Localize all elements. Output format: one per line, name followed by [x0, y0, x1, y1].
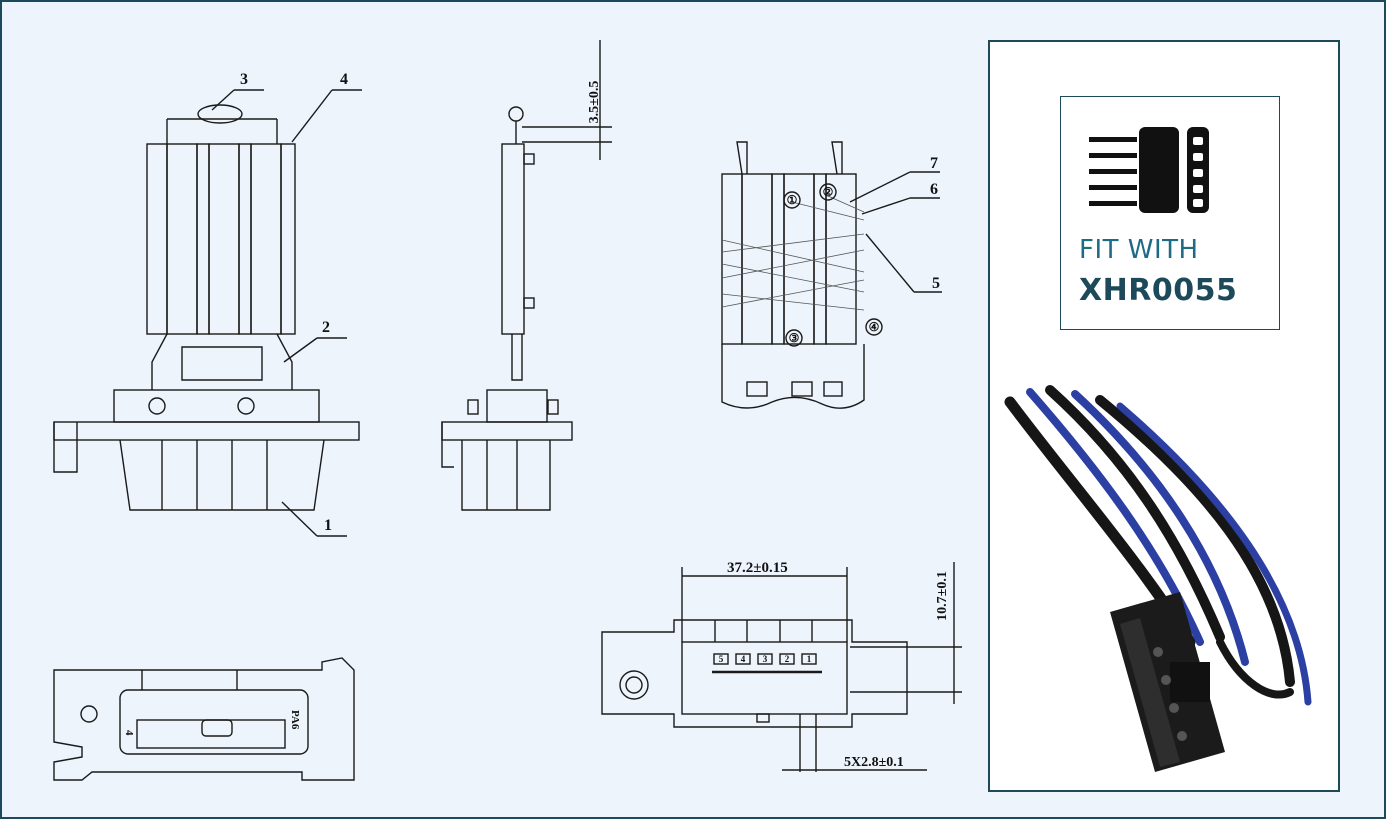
detail-view	[721, 141, 865, 409]
pin-label: 2	[785, 654, 790, 664]
part-label-4: 4	[340, 71, 348, 88]
fit-with-box: FIT WITH XHR0055	[1060, 96, 1280, 330]
side-view	[441, 106, 573, 511]
part-label-5: 5	[932, 275, 940, 292]
part-label-3: 3	[240, 71, 248, 88]
dim-height-label: 10.7±0.1	[935, 571, 950, 621]
bottom-label-left: 4	[123, 730, 135, 736]
terminal-label-4: ④	[869, 320, 880, 334]
wire-harness-image	[1004, 385, 1312, 772]
pin-label: 5	[719, 654, 724, 664]
part-number: XHR0055	[1079, 273, 1238, 308]
compatibility-panel: FIT WITH XHR0055	[988, 40, 1340, 792]
part-label-7: 7	[930, 155, 938, 172]
dim-pitch-label: 5X2.8±0.1	[844, 755, 904, 770]
pin-label: 1	[807, 654, 812, 664]
part-label-6: 6	[930, 181, 938, 198]
thermal-fuse	[197, 104, 243, 124]
dim-width-label: 37.2±0.15	[727, 560, 788, 576]
terminal-label-1: ①	[787, 193, 798, 207]
bottom-view	[53, 657, 355, 781]
dim-top-label: 3.5±0.5	[587, 81, 602, 124]
technical-drawing: 3 4 2 1 7 6 5 ① ② ③ ④ 3.5±0.5 37.2±0.15 …	[53, 40, 962, 781]
connector-icon	[1089, 127, 1209, 213]
terminal-label-2: ②	[823, 185, 834, 199]
pin-label: 4	[741, 654, 746, 664]
front-view	[53, 104, 360, 511]
terminal-label-3: ③	[789, 331, 800, 345]
bottom-label-right: PA6	[289, 710, 301, 730]
part-label-1: 1	[324, 517, 332, 534]
fit-with-label: FIT WITH	[1079, 235, 1199, 265]
part-label-2: 2	[322, 319, 330, 336]
pin-label: 3	[763, 654, 768, 664]
connector-view	[601, 619, 908, 728]
